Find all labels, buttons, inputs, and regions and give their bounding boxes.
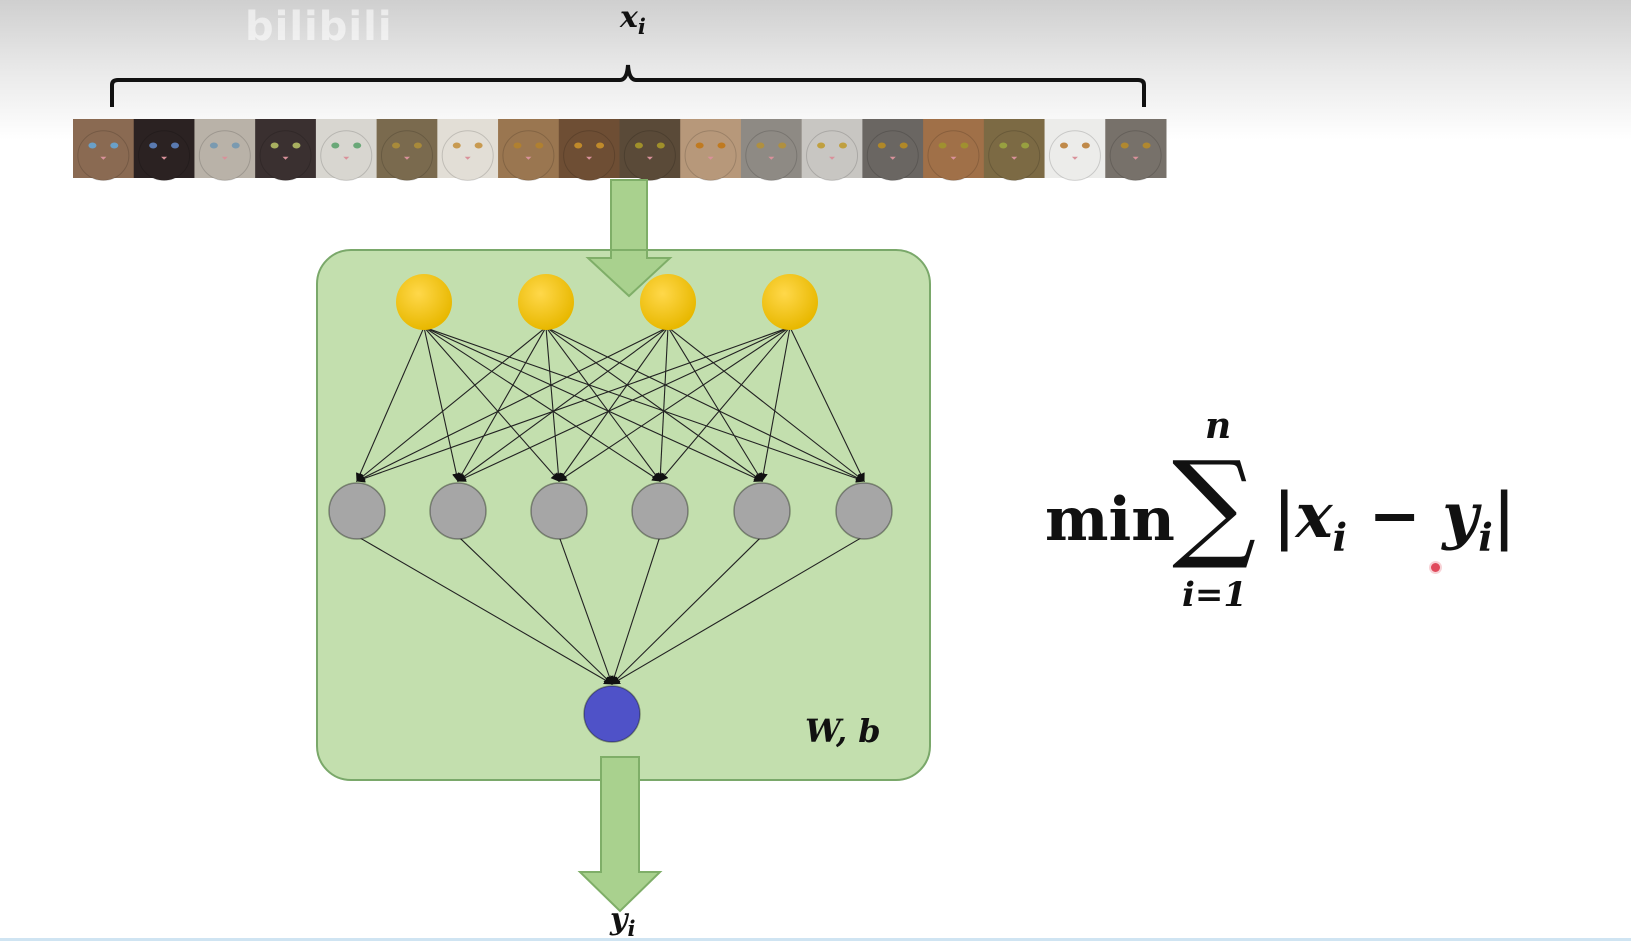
cat-face-image xyxy=(376,119,438,181)
hidden-node xyxy=(733,482,791,540)
network-edge xyxy=(356,326,669,482)
cat-image-strip xyxy=(73,119,1167,181)
input-node xyxy=(518,274,574,330)
network-edge xyxy=(423,327,461,483)
network-edge xyxy=(545,326,865,482)
cat-face-image xyxy=(1044,119,1106,181)
cat-face-image xyxy=(923,119,985,181)
network-edge xyxy=(667,326,763,482)
network-edge xyxy=(423,326,866,483)
network-edge xyxy=(457,535,613,685)
network-edge xyxy=(558,326,791,482)
cat-face-image xyxy=(315,119,378,181)
loss-formula: min n ∑ i=1 |xi − yi| xyxy=(1045,405,1515,625)
network-edge xyxy=(759,327,791,483)
pointer-dot xyxy=(1431,563,1440,572)
input-node xyxy=(762,274,818,330)
cat-face-image xyxy=(619,119,681,181)
formula-abs-difference: |xi − yi| xyxy=(1273,479,1516,561)
output-label: yi xyxy=(610,902,636,941)
network-edge xyxy=(545,326,661,482)
network-edge xyxy=(558,536,614,686)
input-brace xyxy=(110,64,1146,107)
progress-line xyxy=(0,938,1631,941)
cat-face-image xyxy=(255,119,317,181)
network-edge xyxy=(610,536,661,686)
cat-face-image xyxy=(73,119,135,181)
network-edge xyxy=(667,326,865,482)
network-edge xyxy=(423,326,661,482)
network-edge xyxy=(611,535,763,685)
output-node xyxy=(583,685,641,743)
watermark-logo: bilibili xyxy=(245,4,393,50)
formula-sum-symbol: ∑ xyxy=(1172,435,1257,573)
hidden-node xyxy=(530,482,588,540)
network-edge xyxy=(611,535,865,685)
parameters-label: W, b xyxy=(805,712,881,750)
network-edge xyxy=(457,326,791,482)
cat-face-image xyxy=(133,119,195,181)
formula-min: min xyxy=(1045,485,1175,555)
cat-face-image xyxy=(862,119,924,181)
hidden-node xyxy=(835,482,893,540)
formula-lower-limit: i=1 xyxy=(1182,575,1248,615)
network-edge xyxy=(659,326,791,482)
network-edge xyxy=(423,326,560,482)
network-edge xyxy=(558,326,669,482)
output-arrow xyxy=(577,756,663,913)
network-edge xyxy=(356,326,425,483)
hidden-node xyxy=(328,482,386,540)
network-edge xyxy=(789,326,865,482)
network-edge xyxy=(545,327,563,483)
network-edge xyxy=(355,326,791,483)
network-edge xyxy=(356,535,613,685)
cat-face-image xyxy=(437,119,499,181)
cat-face-image xyxy=(680,119,742,181)
cat-face-image xyxy=(740,119,803,181)
network-edge xyxy=(423,326,764,482)
network-edge xyxy=(656,327,669,483)
input-node xyxy=(396,274,452,330)
hidden-node xyxy=(631,482,689,540)
input-node xyxy=(640,274,696,330)
input-label: xi xyxy=(620,0,646,39)
cat-face-image xyxy=(558,119,620,181)
network-edge xyxy=(457,326,547,482)
input-arrow-head xyxy=(585,249,673,298)
cat-face-image xyxy=(983,119,1046,181)
cat-face-image xyxy=(801,119,863,181)
network-edge xyxy=(545,326,763,482)
network-edge xyxy=(457,326,669,482)
cat-face-image xyxy=(194,119,256,181)
network-edges xyxy=(355,326,866,686)
cat-face-image xyxy=(498,119,560,181)
network-edge xyxy=(356,326,547,482)
cat-face-image xyxy=(1105,119,1167,181)
formula-upper-limit: n xyxy=(1205,405,1232,447)
network-nodes xyxy=(328,274,893,743)
hidden-node xyxy=(429,482,487,540)
